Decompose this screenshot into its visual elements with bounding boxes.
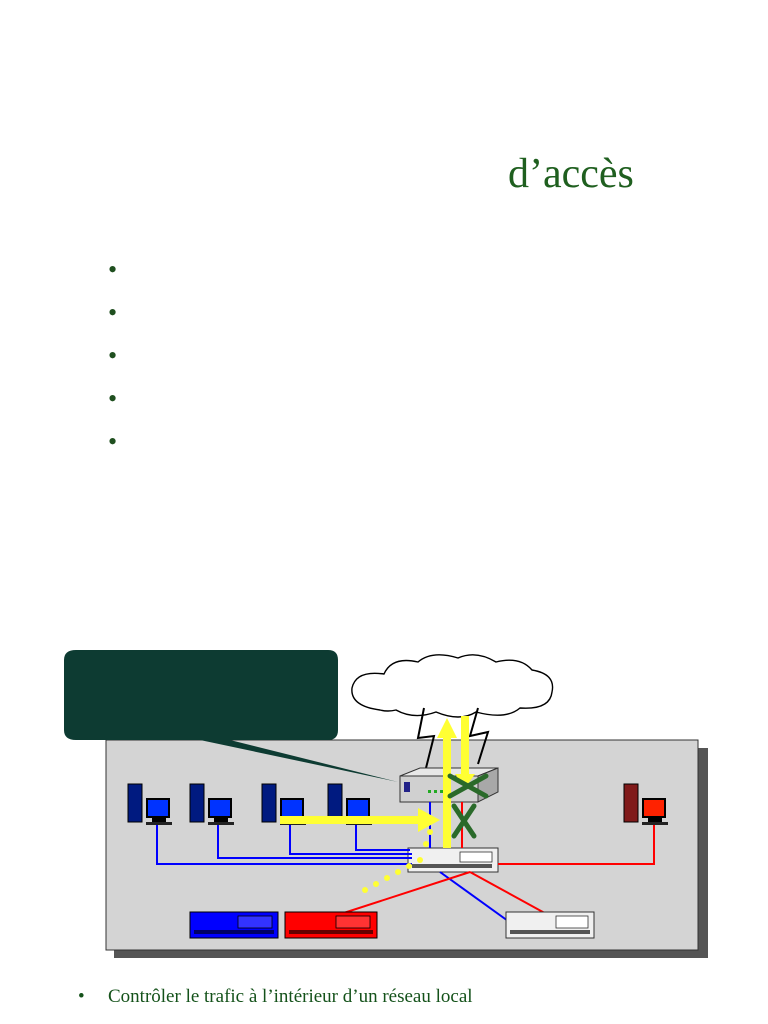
wan-link-lightning-icon (468, 707, 490, 765)
traffic-dotted-path (362, 829, 433, 893)
footer-bullet-text: Contrôler le trafic à l’intérieur d’un r… (108, 986, 473, 1007)
workstation-icon (623, 783, 668, 825)
lan-switch-icon (505, 911, 595, 939)
wan-link-lightning-icon (416, 707, 436, 769)
workstation-icon (261, 783, 306, 825)
traffic-arrows (280, 716, 475, 848)
bullet-item-5: • (108, 427, 118, 456)
slide-title: d’accès (508, 151, 634, 197)
deny-x-icon (451, 803, 477, 839)
network-diagram (64, 650, 708, 958)
callout-bubble (64, 650, 398, 782)
workstation-icon (327, 783, 372, 825)
bullet-item-4: • (108, 384, 118, 413)
lan-switch-icon (189, 911, 279, 939)
deny-x-icon (447, 773, 489, 799)
wan-cloud-icon (351, 654, 554, 718)
bullet-list: • • • • • (108, 256, 117, 471)
vlan-blue-links (156, 802, 516, 927)
workstation-icon (189, 783, 234, 825)
bullet-item-1: • (108, 255, 118, 284)
lan-switch-icon (284, 911, 378, 939)
bullet-item-2: • (108, 298, 118, 327)
workstation-icon (127, 783, 172, 825)
footer-bullet-glyph: • (78, 986, 85, 1007)
bullet-item-3: • (108, 341, 118, 370)
lan-switch-icon (407, 847, 499, 873)
footer-bullet: • Contrôler le trafic à l’intérieur d’un … (78, 986, 473, 1008)
